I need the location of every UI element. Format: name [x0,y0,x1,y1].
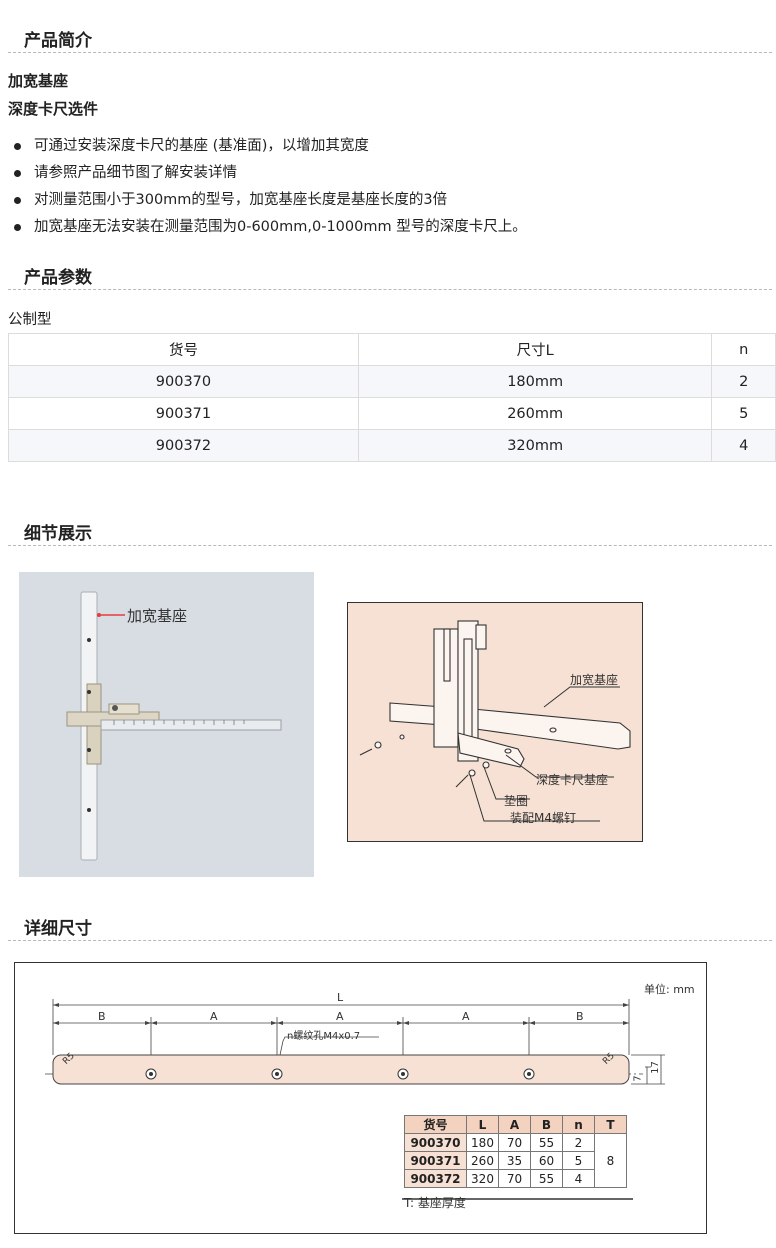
section-divider [8,52,772,53]
table-cell: 900372 [8,429,359,462]
dimension-table: 货号 L A B n T 900370 180 70 55 2 8 900371… [404,1115,627,1188]
table-header-row: 货号 尺寸L n [8,333,776,366]
table-header-cell: n [562,1115,595,1134]
table-cell: 35 [498,1151,531,1170]
table-cell: 70 [498,1133,531,1152]
label-screw: 装配M4螺钉 [510,811,576,825]
table-cell: 55 [530,1169,563,1188]
table-cell: 900371 [8,397,359,430]
table-cell: 60 [530,1151,563,1170]
intro-product-name: 加宽基座 [8,72,69,90]
table-row: 900372 320 70 55 4 [404,1169,627,1188]
table-cell: 260mm [357,397,713,430]
table-header-cell: L [466,1115,499,1134]
table-cell: 4 [562,1169,595,1188]
table-header-cell: n [711,333,776,366]
unit-label: 单位: mm [644,983,695,996]
list-item: 对测量范围小于300mm的型号，加宽基座长度是基座长度的3倍 [0,188,527,215]
table-header-row: 货号 L A B n T [404,1115,627,1134]
section-title: 详细尺寸 [24,919,92,939]
table-cell: 900372 [404,1169,467,1188]
table-header-cell: A [498,1115,531,1134]
dim-B-right: B [576,1010,584,1023]
table-cell: 900370 [8,365,359,398]
params-type-label: 公制型 [8,312,52,328]
table-cell: 2 [562,1133,595,1152]
table-note: T: 基座厚度 [404,1196,466,1210]
list-item: 请参照产品细节图了解安装详情 [0,161,527,188]
section-title: 细节展示 [24,524,92,544]
thickness-7: 7 [632,1075,644,1082]
table-cell: 900370 [404,1133,467,1152]
table-cell: 180mm [357,365,713,398]
table-cell: 2 [711,365,776,398]
table-cell: 900371 [404,1151,467,1170]
table-cell: 55 [530,1133,563,1152]
intro-product-subtitle: 深度卡尺选件 [8,100,99,118]
list-item: 可通过安装深度卡尺的基座 (基准面)，以增加其宽度 [0,134,527,161]
dim-L: L [337,991,344,1004]
label-wide-base: 加宽基座 [570,673,619,687]
list-item: 加宽基座无法安装在测量范围为0-600mm,0-1000mm 型号的深度卡尺上。 [0,215,527,242]
dim-A-1: A [210,1010,218,1023]
dimension-drawing: 单位: mm L B A A A B n螺纹孔M4x0.7 R5 R5 7 17… [14,962,707,1234]
section-title: 产品简介 [24,31,92,51]
dim-B-left: B [98,1010,106,1023]
section-title: 产品参数 [24,268,92,288]
table-cell: 320 [466,1169,499,1188]
section-divider [8,940,772,941]
installation-diagram: 加宽基座 深度卡尺基座 垫圈 装配M4螺钉 [347,602,643,842]
table-row: 900371 260 35 60 5 [404,1151,627,1170]
table-header-cell: 货号 [8,333,359,366]
params-table: 货号 尺寸L n 900370 180mm 2 900371 260mm 5 9… [8,333,776,462]
photo-label: 加宽基座 [127,607,188,625]
table-cell: 260 [466,1151,499,1170]
depth-caliper-photo-illustration [66,591,282,861]
table-cell: 5 [711,397,776,430]
installation-sketch-illustration [359,620,631,822]
section-divider [8,545,772,546]
dimension-drawing-lines [45,999,665,1200]
table-row: 900370 180mm 2 [8,365,776,398]
table-row: 900372 320mm 4 [8,429,776,462]
table-cell: 70 [498,1169,531,1188]
table-row: 900370 180 70 55 2 8 [404,1133,627,1188]
table-row: 900371 260mm 5 [8,397,776,430]
table-cell: 180 [466,1133,499,1152]
product-photo: 加宽基座 [19,572,314,877]
table-header-cell: 货号 [404,1115,467,1134]
table-cell-thickness: 8 [594,1133,627,1188]
table-header-cell: T [594,1115,627,1134]
dim-A-3: A [462,1010,470,1023]
table-cell: 4 [711,429,776,462]
intro-bullet-list: 可通过安装深度卡尺的基座 (基准面)，以增加其宽度 请参照产品细节图了解安装详情… [0,134,527,242]
hole-spec: n螺纹孔M4x0.7 [287,1031,361,1042]
dim-A-2: A [336,1010,344,1023]
table-cell: 320mm [357,429,713,462]
label-caliper-base: 深度卡尺基座 [536,773,609,787]
table-header-cell: B [530,1115,563,1134]
thickness-17: 17 [649,1061,661,1074]
table-header-cell: 尺寸L [357,333,713,366]
label-washer: 垫圈 [504,794,529,808]
table-cell: 5 [562,1151,595,1170]
section-divider [8,289,772,290]
